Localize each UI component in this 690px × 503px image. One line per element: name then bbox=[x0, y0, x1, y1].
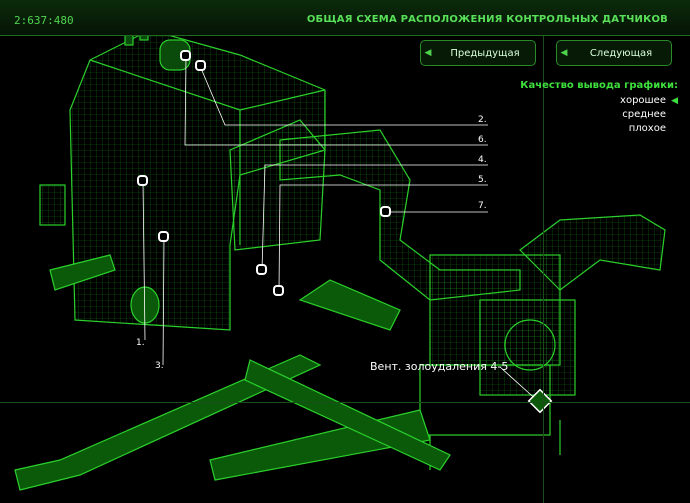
boiler-unit bbox=[39, 29, 326, 331]
quality-panel: Качество вывода графики: хорошее среднее… bbox=[520, 80, 678, 136]
prev-button-label: Предыдущая bbox=[450, 47, 520, 59]
sensor-label-6: 6. bbox=[478, 135, 487, 145]
sensor-label-7: 7. bbox=[478, 201, 487, 211]
header-bar: 2:637:480 ОБЩАЯ СХЕМА РАСПОЛОЖЕНИЯ КОНТР… bbox=[0, 0, 690, 36]
sensor-label-2: 2. bbox=[478, 115, 487, 125]
quality-option-medium[interactable]: среднее bbox=[622, 109, 666, 120]
sensor-label-3: 3. bbox=[155, 361, 164, 371]
sensor-label-4: 4. bbox=[478, 155, 487, 165]
next-button[interactable]: ◀ Следующая bbox=[556, 40, 672, 66]
chevron-left-icon: ◀ bbox=[560, 48, 568, 58]
quality-title: Качество вывода графики: bbox=[520, 80, 678, 91]
frame-horizontal-line bbox=[0, 402, 690, 403]
sensor-label-5: 5. bbox=[478, 175, 487, 185]
prev-button[interactable]: ◀ Предыдущая bbox=[420, 40, 536, 66]
frame-vertical-line bbox=[543, 35, 544, 503]
page-title: ОБЩАЯ СХЕМА РАСПОЛОЖЕНИЯ КОНТРОЛЬНЫХ ДАТ… bbox=[306, 14, 668, 25]
sensor-markers[interactable] bbox=[137, 50, 391, 296]
vent-marker[interactable] bbox=[527, 388, 553, 414]
quality-option-poor[interactable]: плохое bbox=[628, 123, 666, 134]
next-button-label: Следующая bbox=[589, 47, 653, 59]
coords-readout: 2:637:480 bbox=[14, 14, 74, 27]
chevron-left-icon: ◀ bbox=[424, 48, 432, 58]
ash-fan-housing bbox=[419, 254, 576, 470]
sensor-leader-lines bbox=[142, 55, 541, 404]
vent-callout-label: Вент. золоудаления 4-5 bbox=[370, 360, 509, 373]
quality-option-good[interactable]: хорошее bbox=[520, 94, 678, 108]
sensor-label-1: 1. bbox=[136, 338, 145, 348]
ash-conveyors bbox=[14, 254, 451, 491]
